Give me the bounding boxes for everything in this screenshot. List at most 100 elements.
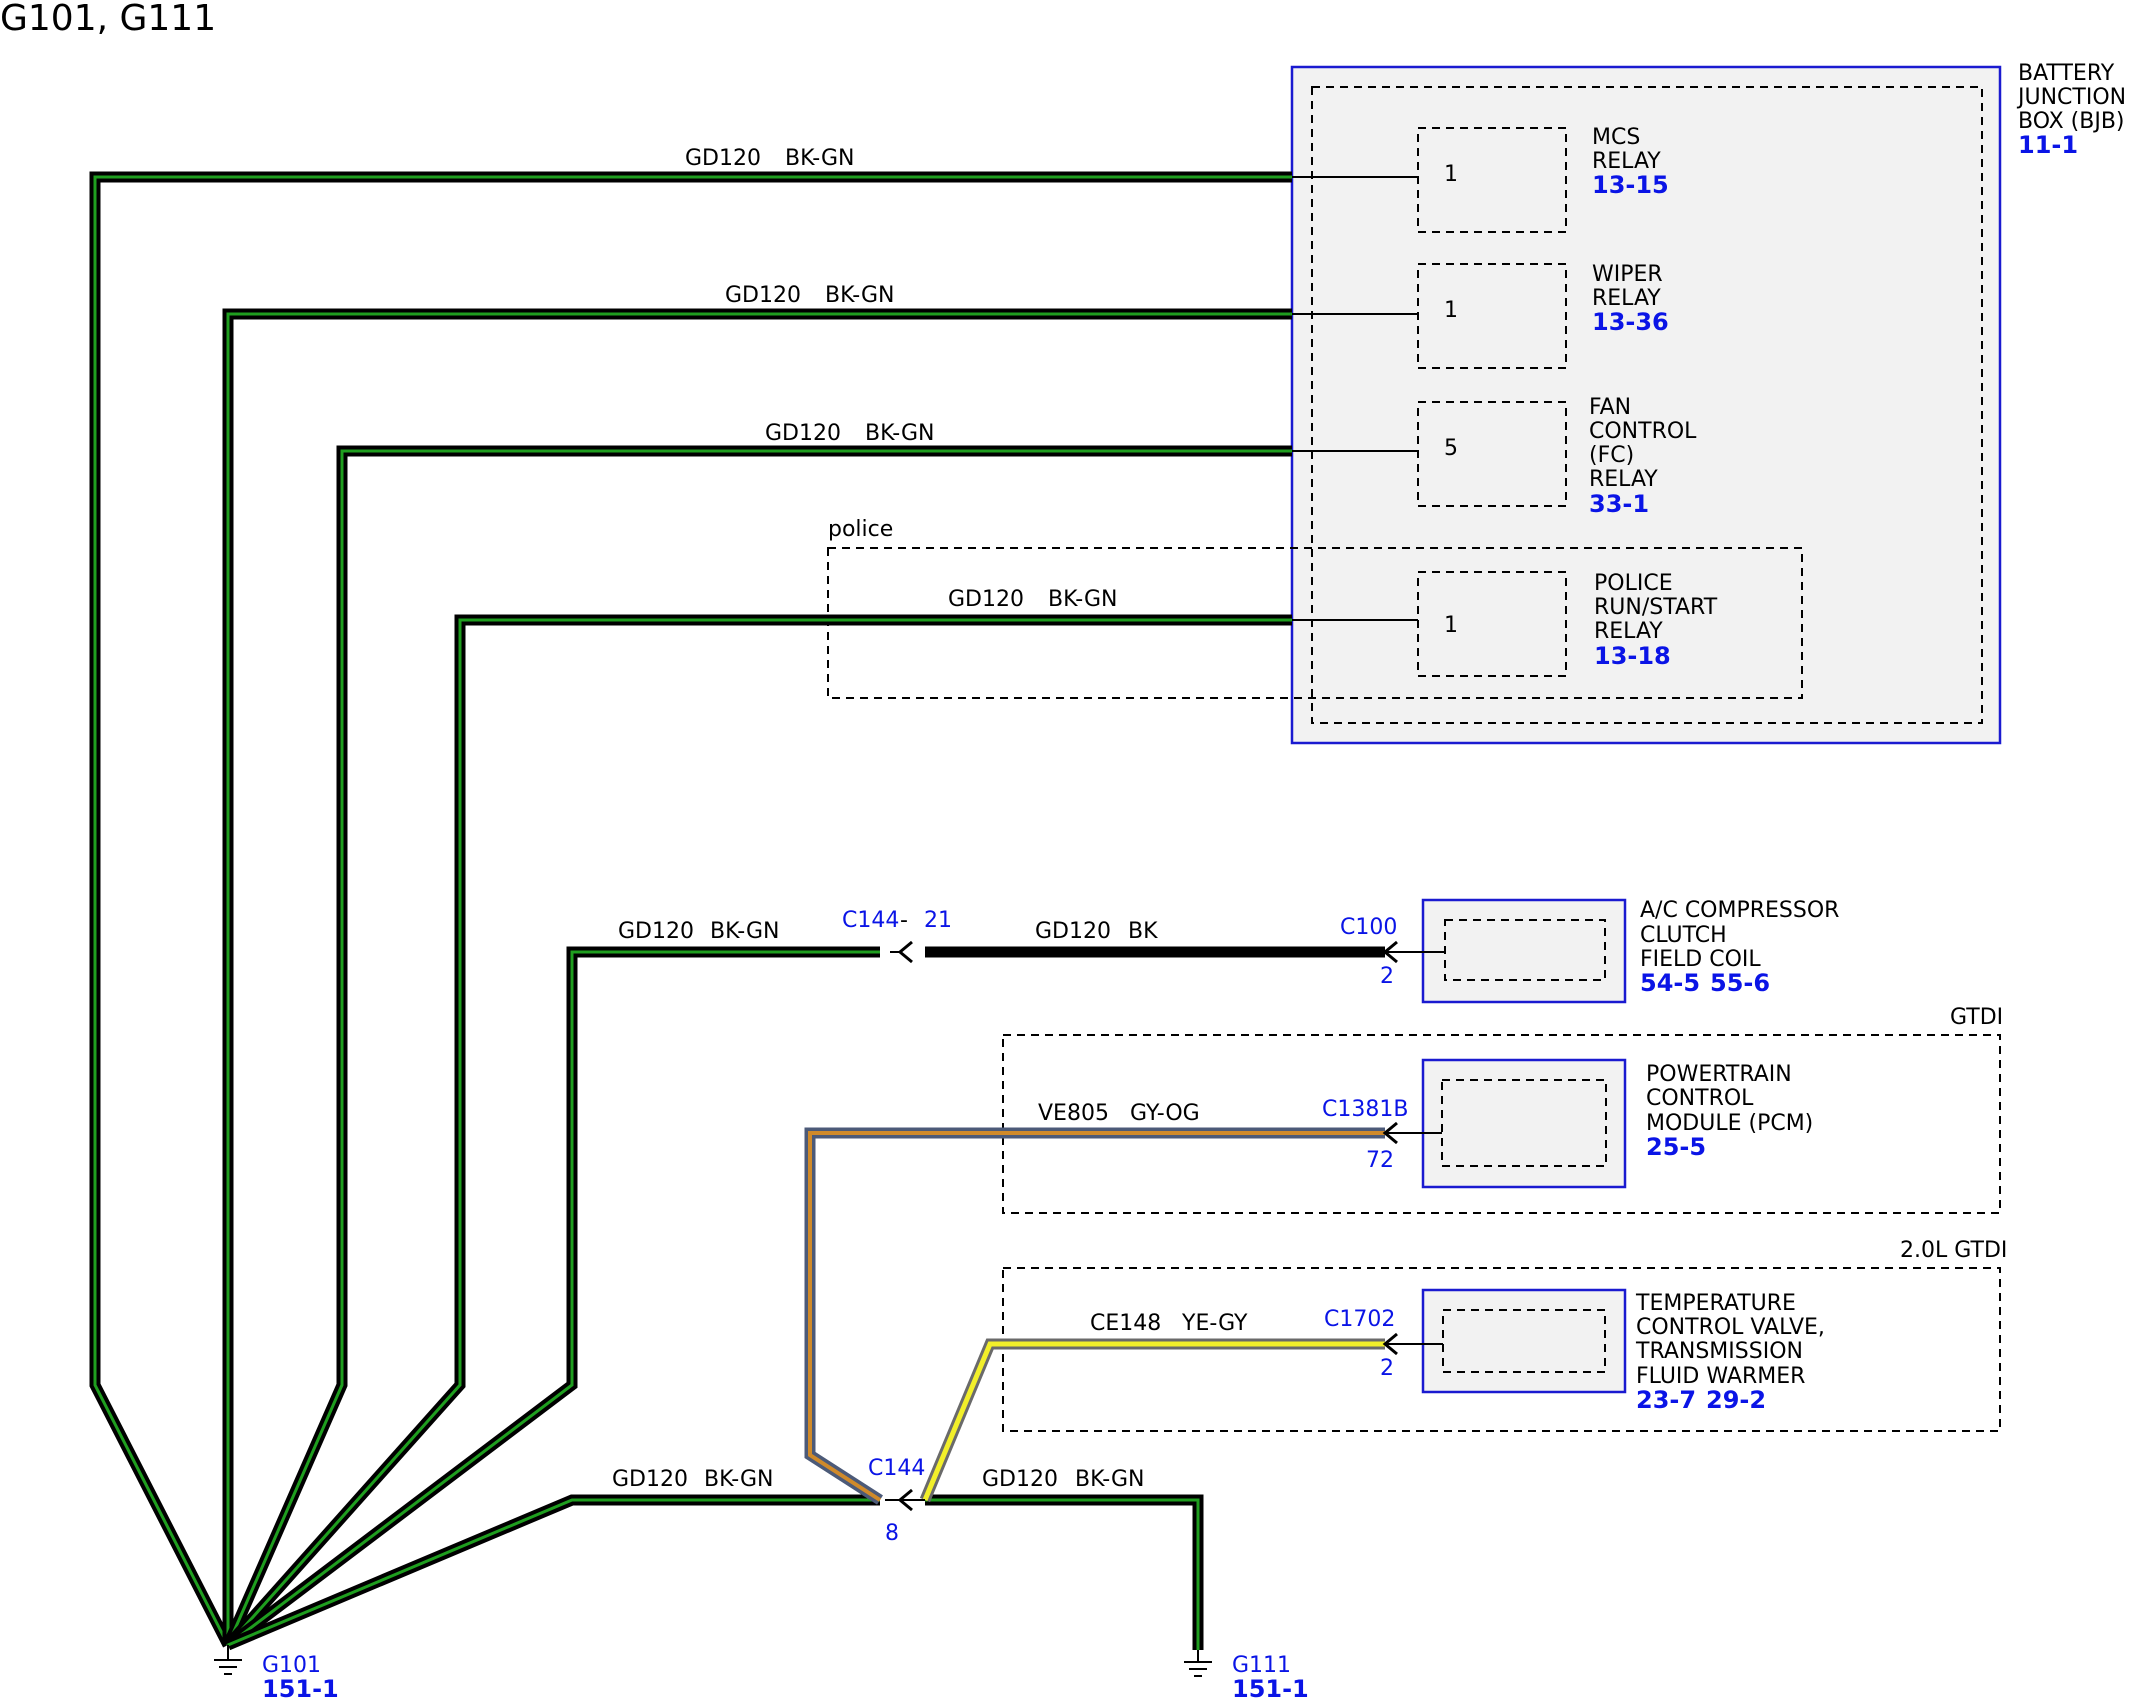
component-label: FIELD COIL — [1640, 947, 1761, 972]
component-label: MODULE (PCM) — [1646, 1111, 1813, 1136]
wire-bk-gn-7[interactable] — [925, 1494, 1204, 1650]
c100-connector[interactable]: C100 2 — [1340, 915, 1445, 989]
wire-color: BK-GN — [865, 421, 934, 446]
relay-label: CONTROL — [1589, 419, 1697, 444]
ac-compressor-clutch[interactable]: A/C COMPRESSOR CLUTCH FIELD COIL 54-5 55… — [1421, 898, 1839, 1004]
gtdi20-option-label: 2.0L GTDI — [1900, 1238, 2007, 1263]
wire-bk-gn-1[interactable] — [89, 171, 1292, 1648]
connector-label: C1702 — [1324, 1307, 1395, 1332]
wire-id: CE148 — [1090, 1311, 1161, 1336]
component-ref[interactable]: 54-5 — [1640, 969, 1700, 997]
temperature-control-valve[interactable]: TEMPERATURE CONTROL VALVE, TRANSMISSION … — [1421, 1288, 1825, 1414]
relay-label: MCS — [1592, 125, 1640, 150]
wire-id: GD120 — [765, 421, 841, 446]
relay-label: RELAY — [1589, 467, 1658, 492]
component-label: CONTROL VALVE, — [1636, 1315, 1825, 1340]
bjb-label-line2: JUNCTION — [2016, 85, 2126, 110]
bjb-ref[interactable]: 11-1 — [2018, 131, 2078, 159]
wire-id: GD120 — [612, 1467, 688, 1492]
wire-id: VE805 — [1038, 1101, 1109, 1126]
component-label: CLUTCH — [1640, 923, 1727, 948]
wire-bk-gn-5[interactable] — [224, 946, 880, 1650]
connector-dash: - — [900, 908, 908, 933]
ground-ref[interactable]: 151-1 — [262, 1675, 339, 1699]
connector-pin: 8 — [885, 1521, 899, 1546]
relay-pin: 1 — [1444, 298, 1458, 323]
wire-id: GD120 — [618, 919, 694, 944]
gtdi-option-box — [1002, 1034, 2001, 1214]
component-label: FLUID WARMER — [1636, 1364, 1805, 1389]
relay-label: RUN/START — [1594, 595, 1718, 620]
relay-label: WIPER — [1592, 262, 1663, 287]
connector-label: C144 — [842, 908, 899, 933]
component-label: A/C COMPRESSOR — [1640, 898, 1839, 923]
wire-color: YE-GY — [1181, 1311, 1248, 1336]
connector-label: C100 — [1340, 915, 1397, 940]
wire-color: BK-GN — [785, 146, 854, 171]
relay-pin: 1 — [1444, 613, 1458, 638]
component-ref[interactable]: 29-2 — [1706, 1386, 1766, 1414]
connector-pin: 2 — [1380, 1356, 1394, 1381]
relay-ref[interactable]: 13-15 — [1592, 171, 1669, 199]
connector-label: C144 — [868, 1456, 925, 1481]
wire-color: BK-GN — [1075, 1467, 1144, 1492]
wire-id: GD120 — [1035, 919, 1111, 944]
connector-label: C1381B — [1322, 1097, 1408, 1122]
relay-police-run-start[interactable]: 1 POLICE RUN/START RELAY 13-18 — [1417, 571, 1718, 677]
relay-label: POLICE — [1594, 571, 1673, 596]
bjb-label-line3: BOX (BJB) — [2018, 109, 2125, 134]
wire-gy-og[interactable] — [804, 1127, 1385, 1505]
page-title: G101, G111 — [0, 0, 216, 39]
relay-label: (FC) — [1589, 443, 1634, 468]
wire-color: BK — [1128, 919, 1158, 944]
wire-color: BK-GN — [704, 1467, 773, 1492]
component-label: CONTROL — [1646, 1086, 1754, 1111]
powertrain-control-module[interactable]: POWERTRAIN CONTROL MODULE (PCM) 25-5 — [1421, 1058, 1813, 1189]
relay-pin: 1 — [1444, 162, 1458, 187]
wire-bk-gn-2[interactable] — [222, 308, 1292, 1645]
gtdi-option-label: GTDI — [1950, 1005, 2003, 1030]
wire-color: BK-GN — [825, 283, 894, 308]
police-option-label: police — [828, 517, 893, 542]
relay-mcs[interactable]: 1 MCS RELAY 13-15 — [1417, 125, 1669, 233]
component-ref[interactable]: 23-7 — [1636, 1386, 1696, 1414]
ground-symbol-icon — [1184, 1650, 1212, 1677]
ground-ref[interactable]: 151-1 — [1232, 1675, 1309, 1699]
wire-color: BK-GN — [710, 919, 779, 944]
relay-label: FAN — [1589, 395, 1631, 420]
component-ref[interactable]: 55-6 — [1710, 969, 1770, 997]
relay-label: RELAY — [1592, 286, 1661, 311]
component-label: POWERTRAIN — [1646, 1062, 1792, 1087]
relay-ref[interactable]: 13-36 — [1592, 308, 1669, 336]
wire-id: GD120 — [982, 1467, 1058, 1492]
relay-fan-control[interactable]: 5 FAN CONTROL (FC) RELAY 33-1 — [1417, 395, 1697, 518]
relay-wiper[interactable]: 1 WIPER RELAY 13-36 — [1417, 262, 1669, 369]
gtdi20-option-box — [1002, 1267, 2001, 1432]
component-label: TEMPERATURE — [1635, 1291, 1796, 1316]
c1381b-connector[interactable]: C1381B 72 — [1322, 1097, 1442, 1173]
wire-bk-gn-6[interactable] — [225, 1494, 880, 1651]
c1702-connector[interactable]: C1702 2 — [1324, 1307, 1443, 1381]
ground-symbol-icon — [214, 1645, 242, 1675]
wire-bk-gn-4[interactable] — [223, 614, 1292, 1649]
battery-junction-box[interactable]: BATTERY JUNCTION BOX (BJB) 11-1 — [1290, 61, 2126, 745]
c144-bottom-connector[interactable]: C144 8 — [868, 1456, 925, 1546]
relay-label: RELAY — [1592, 149, 1661, 174]
wire-id: GD120 — [948, 587, 1024, 612]
component-label: TRANSMISSION — [1635, 1339, 1803, 1364]
connector-pin: 2 — [1380, 964, 1394, 989]
connector-pin: 72 — [1366, 1148, 1394, 1173]
bjb-label-line1: BATTERY — [2018, 61, 2115, 86]
wire-ye-gy[interactable] — [919, 1338, 1385, 1503]
relay-ref[interactable]: 13-18 — [1594, 642, 1671, 670]
wire-id: GD120 — [725, 283, 801, 308]
wire-bk-gn-3[interactable] — [222, 445, 1292, 1648]
relay-label: RELAY — [1594, 619, 1663, 644]
component-ref[interactable]: 25-5 — [1646, 1133, 1706, 1161]
c144-top-connector[interactable]: C144 - 21 — [842, 908, 952, 964]
relay-ref[interactable]: 33-1 — [1589, 490, 1649, 518]
wire-color: GY-OG — [1130, 1101, 1200, 1126]
connector-pin: 21 — [924, 908, 952, 933]
wire-color: BK-GN — [1048, 587, 1117, 612]
